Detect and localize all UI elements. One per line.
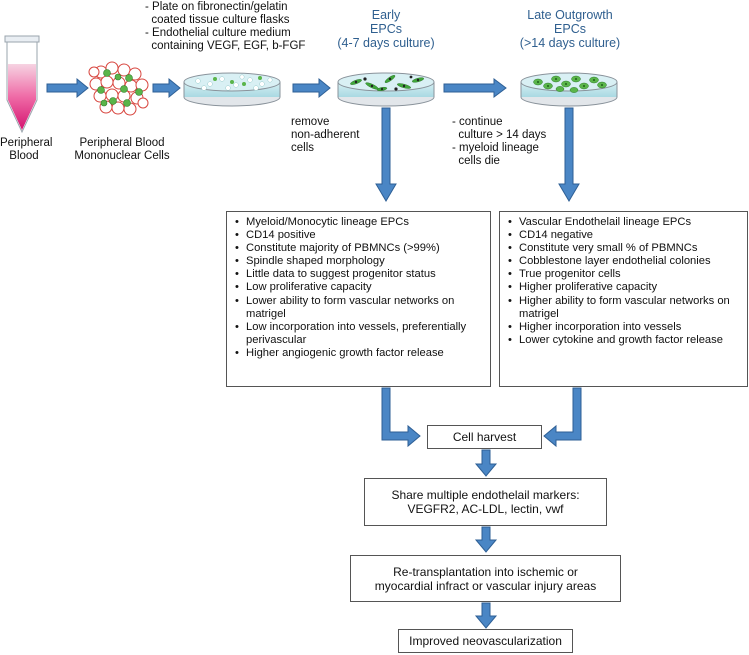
culture-dish-1-icon	[183, 72, 281, 107]
arrows-to-boxes	[375, 107, 580, 202]
arrow-down-flow-1	[474, 449, 498, 477]
list-item: Higher ability to form vascular networks…	[508, 295, 741, 321]
list-item: Little data to suggest progenitor status	[235, 268, 484, 281]
list-item: Cobblestone layer endothelial colonies	[508, 255, 741, 268]
list-item: Higher angiogenic growth factor release	[235, 347, 484, 360]
early-epcs-title: Early EPCs (4-7 days culture)	[337, 8, 435, 50]
list-item: Myeloid/Monocytic lineage EPCs	[235, 216, 484, 229]
list-item: True progenitor cells	[508, 268, 741, 281]
list-item: CD14 negative	[508, 229, 741, 242]
culture-dish-2-icon	[337, 72, 435, 107]
list-item: Higher incorporation into vessels	[508, 321, 741, 334]
arrow-right-1	[46, 77, 89, 99]
arrows-top-row	[46, 77, 507, 99]
late-epcs-box: Vascular Endothelail lineage EPCs CD14 n…	[499, 211, 748, 387]
cell-harvest-box: Cell harvest	[427, 425, 542, 449]
late-epcs-title: Late Outgrowth EPCs (>14 days culture)	[519, 8, 621, 50]
arrow-right-4	[443, 78, 507, 98]
list-item: Lower ability to form vascular networks …	[235, 295, 484, 321]
list-item: Low incorporation into vessels, preferen…	[235, 321, 484, 347]
list-item: Constitute very small % of PBMNCs	[508, 242, 741, 255]
culture-dish-3-icon	[520, 72, 618, 107]
transplantation-box: Re-transplantation into ischemic or myoc…	[350, 555, 621, 602]
arrow-down-flow-3	[474, 602, 498, 629]
continue-culture-note: - continue culture > 14 days - myeloid l…	[452, 116, 547, 167]
result-box: Improved neovascularization	[398, 629, 573, 653]
list-item: Lower cytokine and growth factor release	[508, 334, 741, 347]
list-item: CD14 positive	[235, 229, 484, 242]
list-item: Low proliferative capacity	[235, 281, 484, 294]
arrow-elbow-left	[381, 387, 421, 448]
arrow-elbow-right	[543, 387, 582, 448]
list-item: Higher proliferative capacity	[508, 281, 741, 294]
pbmnc-label: Peripheral Blood Mononuclear Cells	[74, 137, 170, 162]
arrow-down-early	[375, 107, 397, 202]
arrow-right-3	[292, 77, 331, 99]
list-item: Vascular Endothelail lineage EPCs	[508, 216, 741, 229]
list-item: Spindle shaped morphology	[235, 255, 484, 268]
remove-nonadherent-note: remove non-adherent cells	[291, 116, 360, 154]
early-epcs-box: Myeloid/Monocytic lineage EPCs CD14 posi…	[226, 211, 491, 387]
peripheral-blood-label: Peripheral Blood	[0, 137, 53, 162]
arrow-right-2	[152, 77, 181, 99]
list-item: Constitute majority of PBMNCs (>99%)	[235, 242, 484, 255]
arrows-flow	[474, 449, 498, 629]
blood-tube-icon	[4, 35, 40, 134]
markers-box: Share multiple endothelail markers: VEGF…	[364, 478, 607, 526]
pbmnc-cells-icon	[88, 61, 149, 116]
arrow-down-flow-2	[474, 526, 498, 553]
late-epcs-list: Vascular Endothelail lineage EPCs CD14 n…	[500, 212, 747, 347]
arrow-down-late	[558, 107, 580, 202]
early-epcs-list: Myeloid/Monocytic lineage EPCs CD14 posi…	[227, 212, 490, 360]
plating-instructions: - Plate on fibronectin/gelatin coated ti…	[145, 1, 306, 52]
arrows-to-harvest	[381, 387, 582, 448]
